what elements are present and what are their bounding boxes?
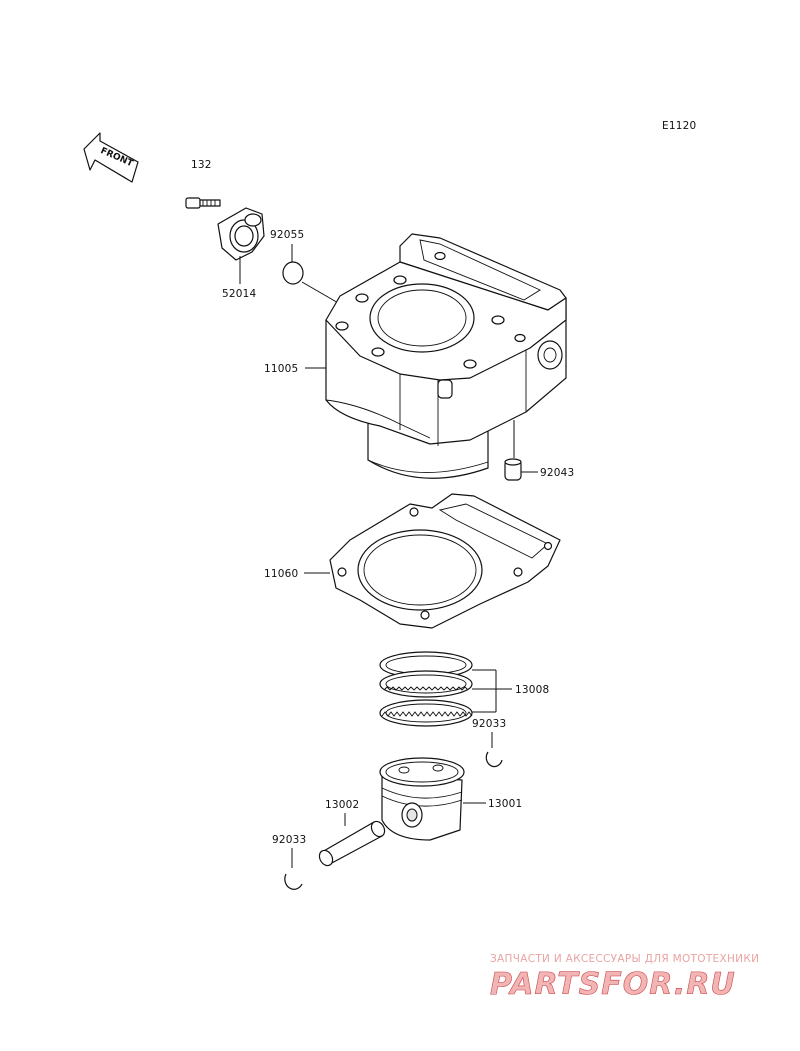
gasket-11060 [329,493,561,629]
o-ring-92055 [282,261,304,285]
part-label-11060[interactable]: 11060 [264,568,298,580]
fitting-52014 [217,207,265,261]
front-arrow-icon: FRONT [83,132,139,183]
part-label-132[interactable]: 132 [191,159,212,171]
part-label-92043[interactable]: 92043 [540,467,574,479]
part-label-13008[interactable]: 13008 [515,684,549,696]
piston-pin-13002 [318,820,386,867]
watermark-tagline: ЗАПЧАСТИ И АКСЕССУАРЫ ДЛЯ МОТОТЕХНИКИ [490,953,759,965]
watermark-brand: PARTSFOR.RU [490,967,736,1002]
part-label-52014[interactable]: 52014 [222,288,257,300]
cylinder-11005 [325,233,567,479]
circlip-92033-left [284,873,303,890]
part-label-92033-right[interactable]: 92033 [472,718,506,730]
part-label-13001[interactable]: 13001 [488,798,522,810]
part-label-92055[interactable]: 92055 [270,229,304,241]
circlip-92033-right [485,751,503,768]
diagram-code: E1120 [662,120,696,132]
piston-rings-13008 [379,651,473,727]
piston-13001 [379,757,465,841]
part-label-11005[interactable]: 11005 [264,363,298,375]
bolt-132 [185,197,221,209]
part-label-13002[interactable]: 13002 [325,799,359,811]
part-label-92033-left[interactable]: 92033 [272,834,306,846]
